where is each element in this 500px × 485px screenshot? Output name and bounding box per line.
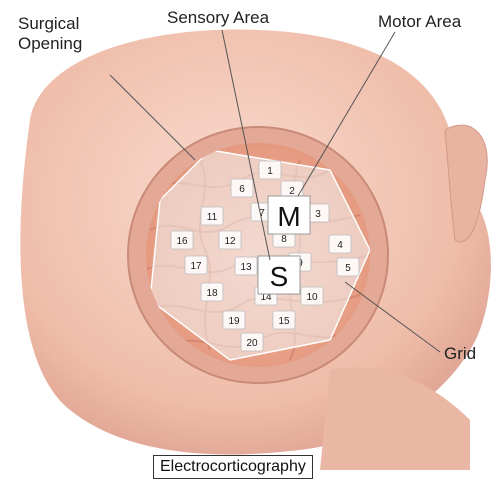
electrode-pad <box>200 206 224 226</box>
electrode-grid-sheet <box>149 149 370 361</box>
electrode-label: 3 <box>315 209 321 220</box>
electrode-pad <box>222 310 246 330</box>
electrode-pad <box>170 230 194 250</box>
ear-shape <box>444 124 488 243</box>
electrode-label: 13 <box>240 262 252 273</box>
label-surgical-opening: Surgical Opening <box>18 14 83 53</box>
electrode-19: 19 <box>222 310 246 330</box>
electrode-pad <box>240 332 264 352</box>
electrode-label: 7 <box>259 208 265 219</box>
electrode-pad <box>258 160 282 180</box>
electrode-pad <box>234 256 258 276</box>
label-grid: Grid <box>444 344 477 363</box>
electrode-pad <box>328 234 352 254</box>
electrode-pad <box>200 282 224 302</box>
electrode-pad <box>300 286 324 306</box>
electrode-6: 6 <box>230 178 254 198</box>
electrode-label: 14 <box>260 292 272 303</box>
electrode-label: 20 <box>246 338 258 349</box>
electrode-label: 8 <box>281 234 287 245</box>
electrode-label: 5 <box>345 263 351 274</box>
electrode-label: 15 <box>278 316 290 327</box>
electrode-11: 11 <box>200 206 224 226</box>
electrode-pad <box>336 257 360 277</box>
electrode-1: 1 <box>258 160 282 180</box>
electrode-label: 4 <box>337 240 343 251</box>
leader-sensory-area <box>221 29 271 261</box>
electrode-label: 16 <box>176 236 188 247</box>
electrode-13: 13 <box>234 256 258 276</box>
neck-shape <box>320 367 470 470</box>
electrode-label: 19 <box>228 316 240 327</box>
electrode-label: 10 <box>306 292 318 303</box>
caption: Electrocorticography <box>153 455 313 479</box>
leader-motor-area <box>297 31 396 197</box>
electrode-16: 16 <box>170 230 194 250</box>
electrode-label: 6 <box>239 184 245 195</box>
electrode-pad <box>272 310 296 330</box>
electrode-4: 4 <box>328 234 352 254</box>
electrode-label: 17 <box>190 261 202 272</box>
electrode-18: 18 <box>200 282 224 302</box>
leader-surgical-opening <box>109 74 196 161</box>
sensory-marker-box <box>257 255 301 295</box>
electrode-15: 15 <box>272 310 296 330</box>
electrode-17: 17 <box>184 255 208 275</box>
electrode-label: 2 <box>289 186 295 197</box>
motor-marker: M <box>277 201 300 232</box>
motor-marker-box <box>267 195 311 235</box>
sensory-marker: S <box>270 261 289 292</box>
electrode-pad <box>230 178 254 198</box>
leader-grid <box>344 281 441 353</box>
electrode-20: 20 <box>240 332 264 352</box>
electrode-label: 12 <box>224 236 236 247</box>
electrode-label: 11 <box>207 212 218 223</box>
label-motor-area: Motor Area <box>378 12 462 31</box>
electrode-pad <box>184 255 208 275</box>
electrode-12: 12 <box>218 230 242 250</box>
electrode-5: 5 <box>336 257 360 277</box>
electrode-label: 1 <box>267 166 273 177</box>
electrode-pad <box>218 230 242 250</box>
label-sensory-area: Sensory Area <box>167 8 270 27</box>
electrode-label: 18 <box>206 288 218 299</box>
electrode-10: 10 <box>300 286 324 306</box>
